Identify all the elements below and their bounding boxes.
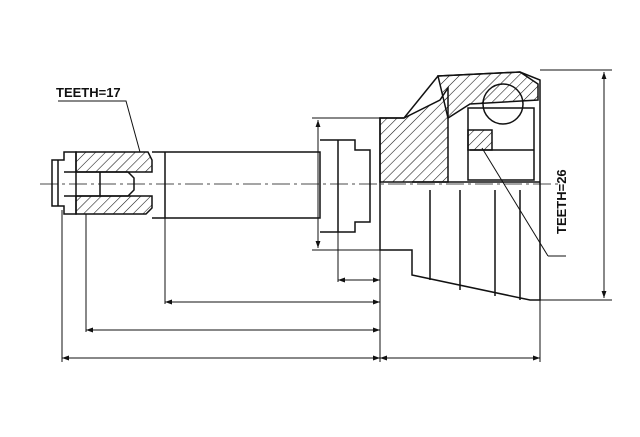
thread-nose — [51, 151, 77, 215]
teeth-outer-label: TEETH=17 — [56, 85, 121, 100]
housing-hatch-dome — [437, 71, 539, 120]
shaft-body — [152, 151, 321, 219]
cage-hatch — [467, 129, 493, 151]
step-collar — [320, 139, 371, 233]
leader-teeth-inner — [481, 147, 549, 257]
cage — [467, 107, 535, 181]
leader-teeth-outer — [58, 100, 141, 153]
dimensions — [61, 69, 612, 362]
leaders — [58, 100, 566, 257]
ball — [482, 83, 524, 125]
stub-shaft — [51, 139, 371, 233]
housing-hatch-neck — [379, 85, 449, 183]
hub-hatch-top — [75, 151, 153, 173]
outer-housing — [379, 71, 541, 301]
hub-hatch-bottom — [75, 195, 153, 215]
teeth-inner-label: TEETH=26 — [554, 169, 569, 234]
